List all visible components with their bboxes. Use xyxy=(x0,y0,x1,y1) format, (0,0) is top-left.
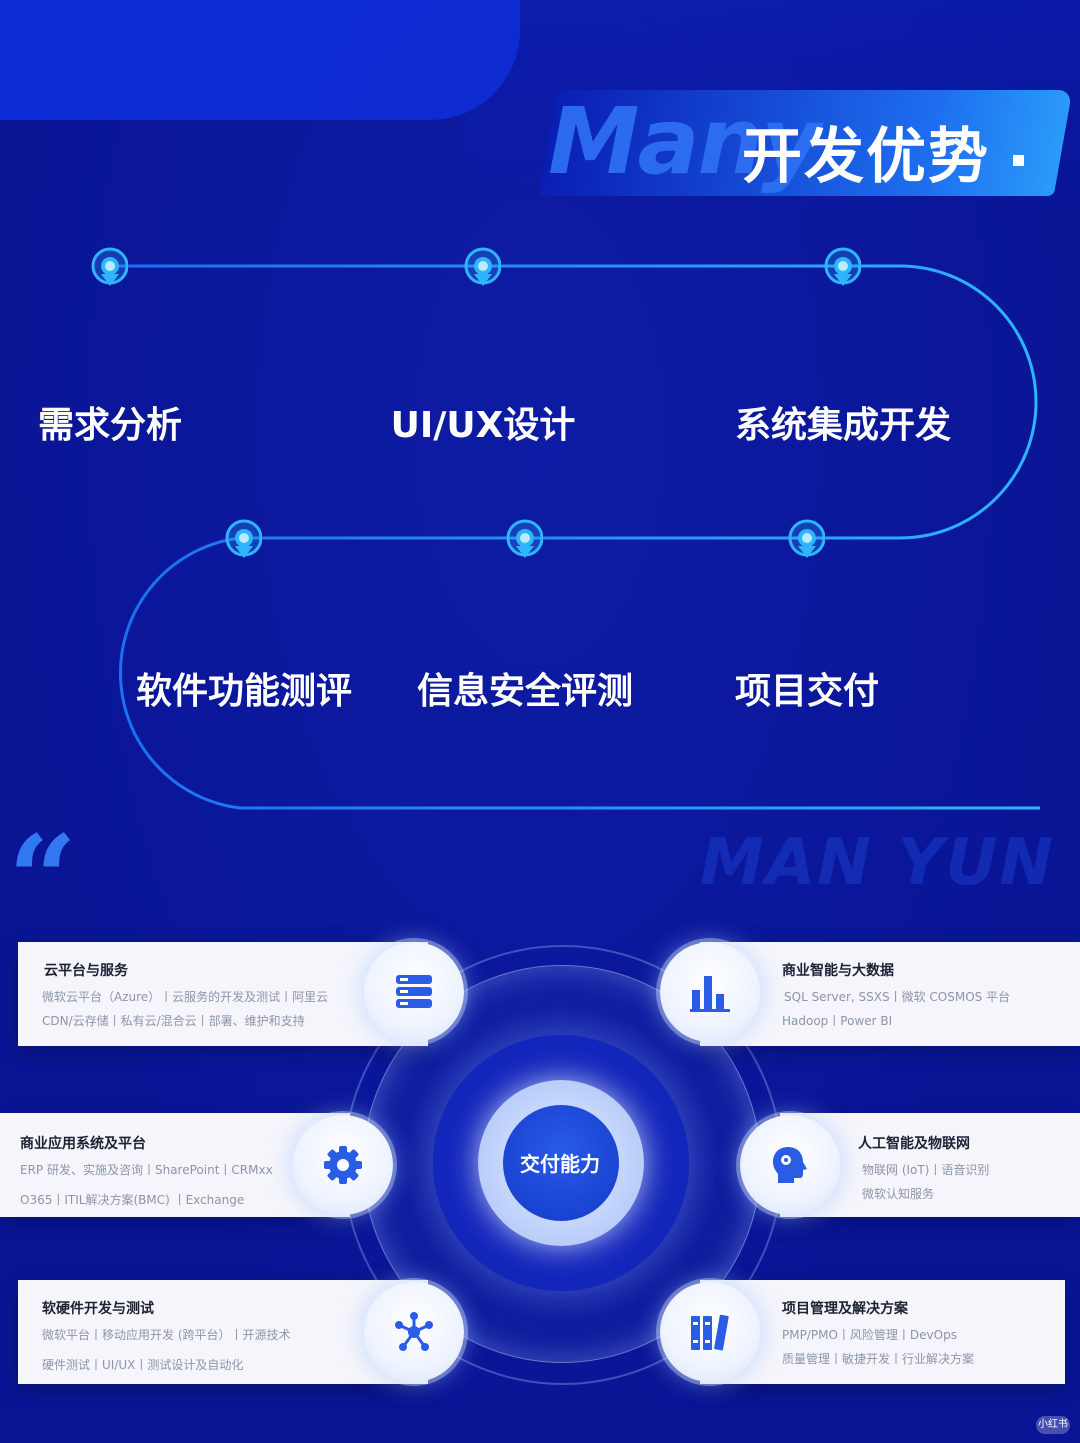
capability-card-cloud: 云平台与服务 微软云平台（Azure）丨云服务的开发及测试丨阿里云 CDN/云存… xyxy=(18,942,428,1046)
bar-chart-icon xyxy=(690,976,730,1012)
network-icon xyxy=(395,1312,433,1351)
gear-icon xyxy=(324,1146,362,1184)
card-line: O365丨ITIL解决方案(BMC) 丨Exchange xyxy=(20,1193,245,1207)
location-pin-icon xyxy=(225,519,262,558)
header-shape xyxy=(0,0,520,120)
watermark-text: MAN YUN xyxy=(700,826,1055,900)
bar-chart-icon-badge xyxy=(660,942,760,1042)
card-line: 微软认知服务 xyxy=(862,1187,935,1201)
card-line: 物联网 (IoT)丨语音识别 xyxy=(862,1163,990,1177)
card-title: 商业应用系统及平台 xyxy=(20,1136,146,1152)
books-icon xyxy=(691,1314,729,1351)
card-line: 微软云平台（Azure）丨云服务的开发及测试丨阿里云 xyxy=(42,990,329,1004)
location-pin-icon xyxy=(506,519,543,558)
capability-card-project-mgmt: 项目管理及解决方案 PMP/PMO丨风险管理丨DevOps 质量管理丨敏捷开发丨… xyxy=(700,1280,1065,1384)
card-title: 项目管理及解决方案 xyxy=(782,1301,908,1317)
network-icon-badge xyxy=(364,1282,464,1382)
platform-badge: 小红书 xyxy=(1036,1416,1070,1434)
card-line: CDN/云存储丨私有云/混合云丨部署、维护和支持 xyxy=(42,1014,305,1028)
step-label-function-test: 软件功能测评 xyxy=(135,671,353,712)
location-pin-icon xyxy=(464,247,501,286)
title-dot xyxy=(1013,155,1024,166)
card-line: 质量管理丨敏捷开发丨行业解决方案 xyxy=(782,1352,975,1366)
server-icon-badge xyxy=(364,942,464,1042)
books-icon-badge xyxy=(660,1282,760,1382)
card-line: SQL Server, SSXS丨微软 COSMOS 平台 xyxy=(784,990,1011,1004)
card-line: ERP 研发、实施及咨询丨SharePoint丨CRMxx xyxy=(20,1163,273,1177)
card-title: 商业智能与大数据 xyxy=(782,963,894,979)
step-label-requirements: 需求分析 xyxy=(37,405,183,446)
card-line: 硬件测试丨UI/UX丨测试设计及自动化 xyxy=(42,1358,244,1372)
location-pin-icon xyxy=(824,247,861,286)
capability-card-business-apps: 商业应用系统及平台 ERP 研发、实施及咨询丨SharePoint丨CRMxx … xyxy=(0,1113,350,1217)
hub-core xyxy=(503,1105,619,1221)
capability-card-ai-iot: 人工智能及物联网 物联网 (IoT)丨语音识别 微软认知服务 xyxy=(780,1113,1080,1217)
location-pin-icon xyxy=(788,519,825,558)
capability-card-dev-test: 软硬件开发与测试 微软平台丨移动应用开发 (跨平台）丨开源技术 硬件测试丨UI/… xyxy=(18,1280,428,1384)
ai-head-icon xyxy=(773,1147,807,1183)
ai-head-icon-badge xyxy=(740,1115,840,1215)
step-label-uiux: UI/UX设计 xyxy=(390,405,576,446)
card-line: Hadoop丨Power BI xyxy=(782,1014,893,1028)
process-track xyxy=(110,264,1040,810)
location-pin-icon xyxy=(91,247,128,286)
page-title: 开发优势 xyxy=(742,122,990,192)
step-label-security-test: 信息安全评测 xyxy=(416,671,634,712)
card-title: 云平台与服务 xyxy=(44,963,128,979)
quote-mark: “ xyxy=(8,809,78,950)
gear-icon-badge xyxy=(293,1115,393,1215)
card-line: PMP/PMO丨风险管理丨DevOps xyxy=(782,1328,957,1342)
step-label-delivery: 项目交付 xyxy=(734,671,880,712)
card-title: 人工智能及物联网 xyxy=(858,1136,970,1152)
card-line: 微软平台丨移动应用开发 (跨平台）丨开源技术 xyxy=(42,1328,291,1342)
hub-label: 交付能力 xyxy=(520,1152,600,1176)
capability-card-bi: 商业智能与大数据 SQL Server, SSXS丨微软 COSMOS 平台 H… xyxy=(700,942,1080,1046)
title-script: Many xyxy=(548,88,821,195)
track-line xyxy=(110,264,1040,810)
card-title: 软硬件开发与测试 xyxy=(42,1301,154,1317)
server-icon xyxy=(396,975,432,1008)
step-label-integration: 系统集成开发 xyxy=(734,405,952,446)
